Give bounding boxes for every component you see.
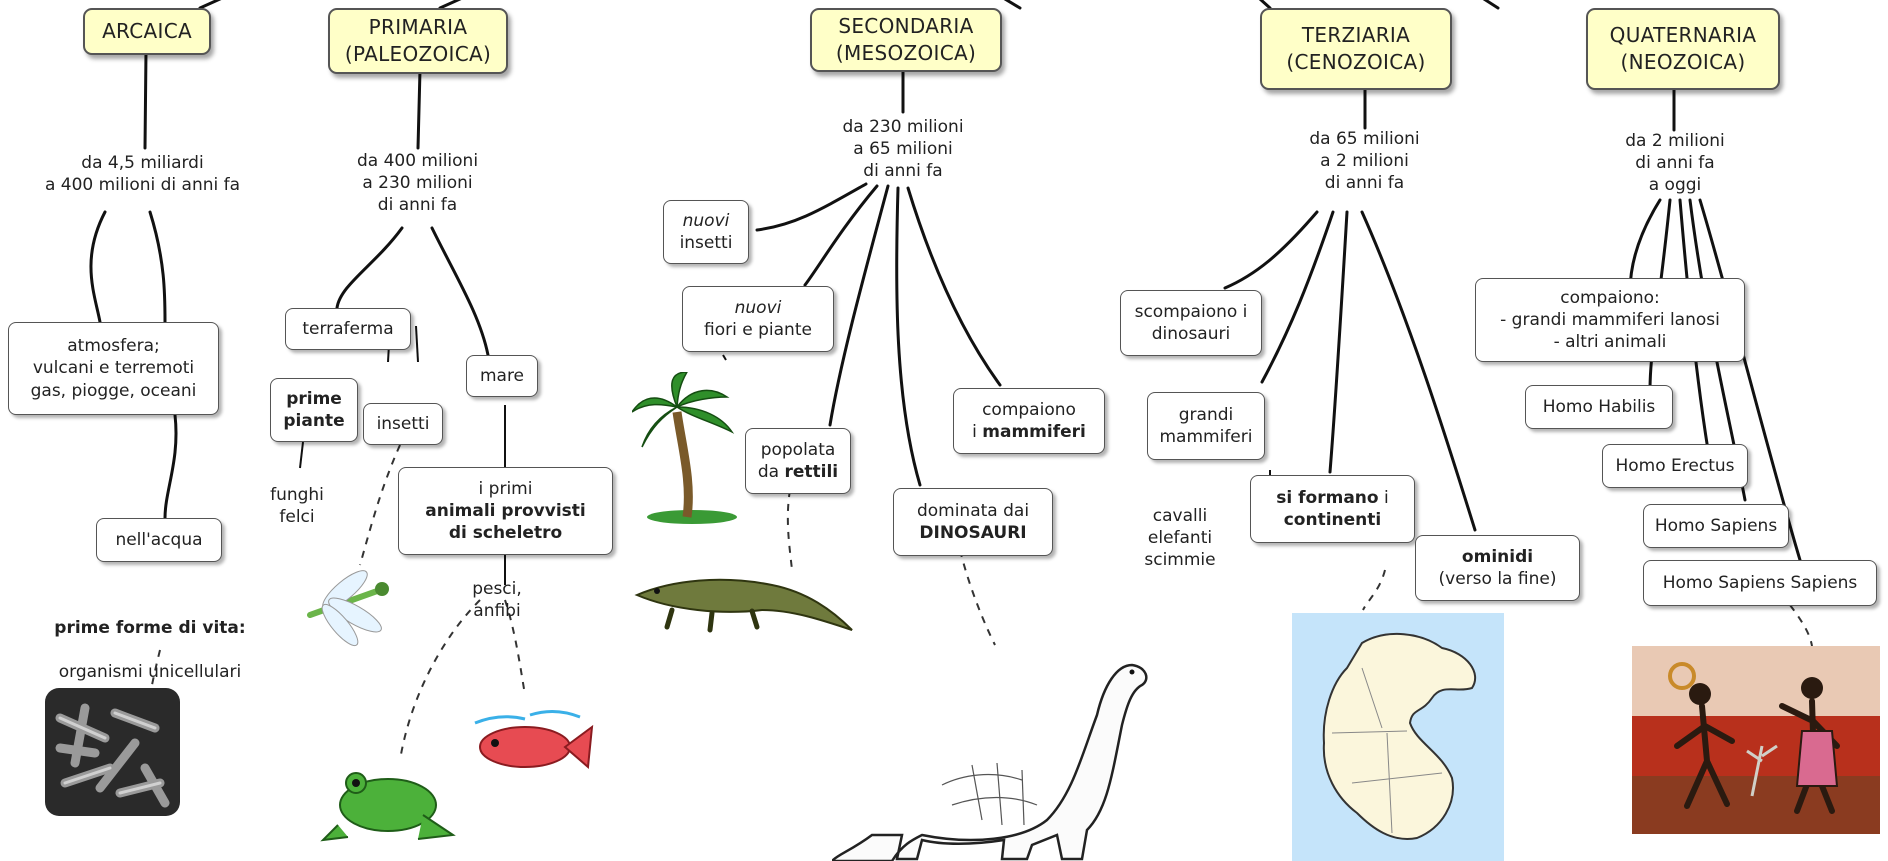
animali-line-3: di scheletro	[448, 523, 563, 544]
secondaria-rettili-box: popolata da rettili	[745, 428, 851, 494]
mammiferi-line-2: i mammiferi	[972, 421, 1086, 443]
rettili-line-2: da rettili	[758, 461, 838, 483]
terziaria-ominidi-box: ominidi (verso la fine)	[1415, 535, 1580, 601]
era-quaternaria: QUATERNARIA (NEOZOICA)	[1586, 8, 1780, 90]
atmosfera-line-2: vulcani e terremoti	[32, 358, 195, 379]
brontosaurus-image	[832, 663, 1148, 861]
continenti-rest-1: i	[1378, 487, 1389, 508]
animali-line-2: animali provvisti	[425, 500, 586, 521]
mammiferi-bold: mammiferi	[982, 422, 1086, 442]
fiori-italic: nuovi	[734, 297, 782, 318]
arcaica-dates: da 4,5 miliardi a 400 milioni di anni fa	[44, 153, 241, 196]
terziaria-scompaiono-box: scompaiono i dinosauri	[1120, 290, 1262, 356]
continenti-bold-1: si formano	[1276, 487, 1379, 508]
primaria-terraferma-box: terraferma	[285, 308, 411, 350]
pangea-map-image	[1292, 613, 1504, 861]
homo-habilis-box: Homo Habilis	[1525, 385, 1673, 429]
forme-bold: prime forme di vita:	[54, 618, 246, 639]
atmosfera-line-1: atmosfera;	[67, 336, 160, 357]
mammiferi-line-1: compaiono	[982, 399, 1076, 420]
dinosauri-bold: DINOSAURI	[919, 523, 1027, 543]
secondaria-insetti-box: nuovi insetti	[663, 200, 749, 264]
terziaria-dates: da 65 milioni a 2 milioni di anni fa	[1309, 129, 1420, 194]
era-arcaica: ARCAICA	[83, 8, 211, 55]
compaiono-line-1: compaiono:	[1560, 287, 1660, 308]
fish-image	[474, 710, 594, 770]
mammiferi-pre: i	[972, 422, 983, 442]
terziaria-cavalli: cavalli elefanti scimmie	[1144, 506, 1216, 571]
fiori-rest: fiori e piante	[704, 320, 812, 340]
secondaria-dinosauri-box: dominata dai DINOSAURI	[893, 488, 1053, 556]
quaternaria-dates: da 2 milioni di anni fa a oggi	[1625, 131, 1725, 196]
secondaria-dates: da 230 milioni a 65 milioni di anni fa	[842, 117, 964, 182]
insetti-italic: nuovi	[682, 210, 730, 231]
era-secondaria: SECONDARIA (MESOZOICA)	[810, 8, 1002, 72]
arcaica-acqua-box: nell'acqua	[96, 518, 222, 562]
arcaica-forme-di-vita: prime forme di vita: organismi unicellul…	[20, 595, 280, 683]
bacteria-image	[45, 688, 180, 816]
palm-tree-image	[632, 372, 737, 524]
secondaria-mammiferi-box: compaiono i mammiferi	[953, 388, 1105, 454]
piante-line-2: piante	[283, 411, 345, 431]
frog-image	[320, 772, 456, 842]
ominidi-rest: (verso la fine)	[1438, 569, 1557, 589]
homo-sapiens-box: Homo Sapiens	[1643, 504, 1789, 548]
rettili-line-1: popolata	[760, 439, 836, 460]
forme-rest: organismi unicellulari	[58, 662, 242, 683]
continenti-line-1: si formano i	[1276, 487, 1388, 509]
piante-line-1: prime	[286, 388, 342, 409]
primaria-piante-box: prime piante	[270, 378, 358, 442]
arcaica-atmosfera-box: atmosfera; vulcani e terremoti gas, piog…	[8, 322, 219, 415]
grandi-line-2: mammiferi	[1159, 427, 1253, 447]
homo-erectus-box: Homo Erectus	[1602, 444, 1748, 488]
insetti-rest: insetti	[679, 233, 733, 253]
crocodile-image	[634, 578, 853, 633]
compaiono-line-3: - altri animali	[1553, 332, 1667, 353]
secondaria-fiori-box: nuovi fiori e piante	[682, 286, 834, 352]
compaiono-line-2: - grandi mammiferi lanosi	[1500, 309, 1720, 330]
era-primaria: PRIMARIA (PALEOZOICA)	[328, 8, 508, 74]
primaria-insetti-box: insetti	[363, 403, 443, 445]
scompaiono-line-2: dinosauri	[1151, 324, 1231, 344]
terziaria-grandi-box: grandi mammiferi	[1147, 392, 1265, 460]
quaternaria-compaiono-box: compaiono: - grandi mammiferi lanosi - a…	[1475, 278, 1745, 362]
primaria-pesci: pesci, anfibi	[472, 579, 522, 622]
rettili-pre: da	[757, 462, 785, 482]
dinosauri-line-1: dominata dai	[916, 500, 1030, 521]
terziaria-continenti-box: si formano i continenti	[1250, 475, 1415, 543]
primaria-mare-box: mare	[466, 355, 538, 397]
rettili-bold: rettili	[784, 462, 839, 482]
homo-sapiens-sapiens-box: Homo Sapiens Sapiens	[1643, 560, 1877, 606]
primaria-funghi: funghi felci	[270, 485, 324, 528]
primaria-animali-box: i primi animali provvisti di scheletro	[398, 467, 613, 555]
primaria-dates: da 400 milioni a 230 milioni di anni fa	[356, 151, 479, 216]
scompaiono-line-1: scompaiono i	[1134, 301, 1248, 322]
prehistoric-people-image	[1632, 646, 1880, 834]
era-terziaria: TERZIARIA (CENOZOICA)	[1260, 8, 1452, 90]
animali-line-1: i primi	[478, 478, 533, 499]
continenti-bold-2: continenti	[1283, 510, 1382, 530]
atmosfera-line-3: gas, piogge, oceani	[30, 380, 197, 401]
grandi-line-1: grandi	[1178, 404, 1234, 425]
ominidi-bold: ominidi	[1461, 546, 1534, 567]
dragonfly-image	[307, 570, 389, 647]
